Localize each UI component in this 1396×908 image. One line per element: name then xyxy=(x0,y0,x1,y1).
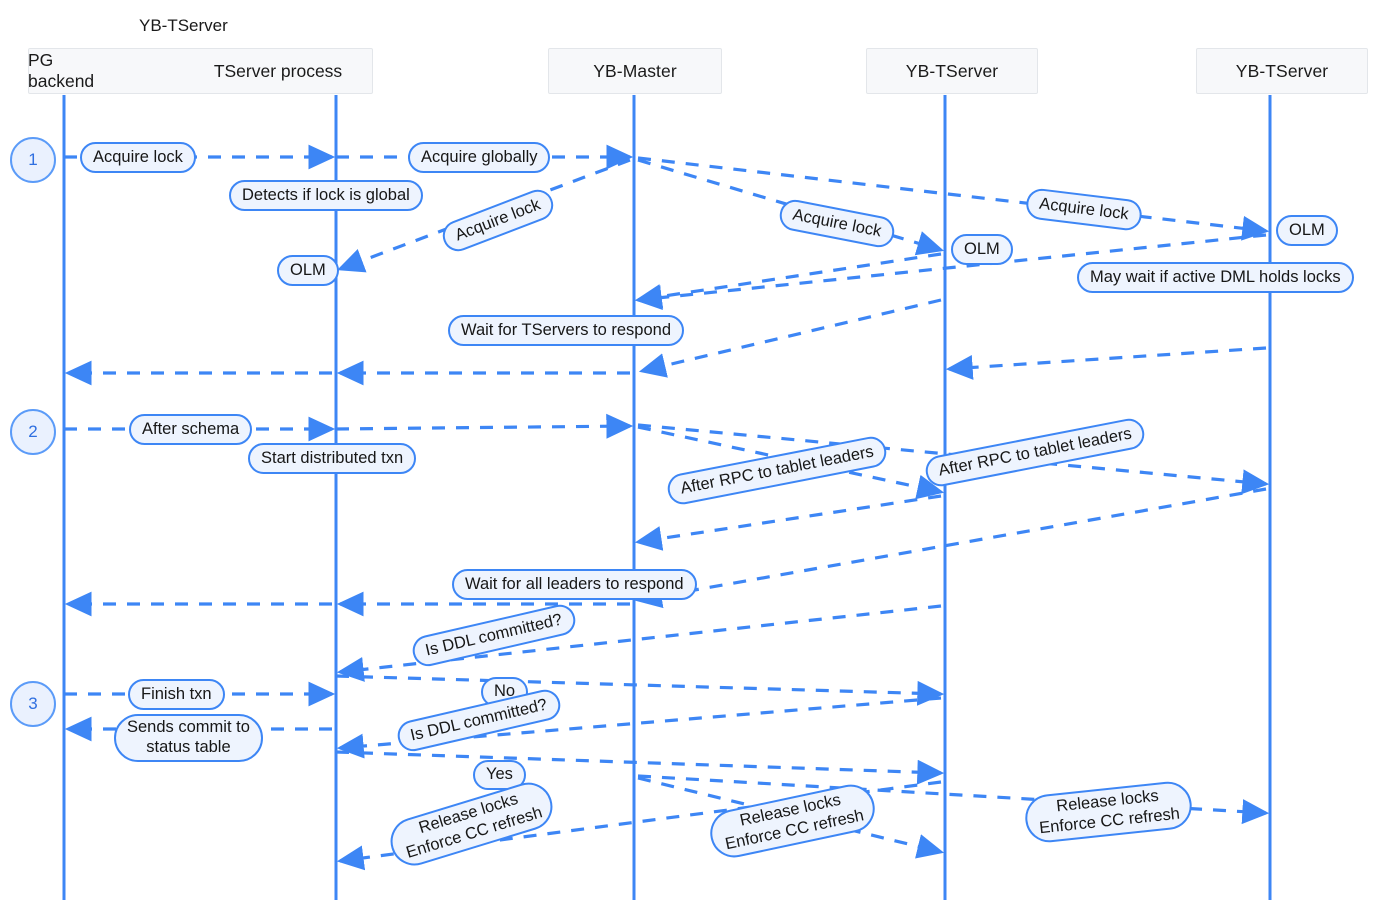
acquire-lock-4-text: Acquire lock xyxy=(1038,194,1130,224)
wait-for-all-leaders-text: Wait for all leaders to respond xyxy=(465,574,684,593)
participant-box-yb-tserver-4: YB-TServer xyxy=(1196,48,1368,94)
message-may-wait-if-active-dml-holds-locks: May wait if active DML holds locks xyxy=(1077,262,1354,293)
message-olm-3: OLM xyxy=(1276,215,1338,246)
step-2-text: 2 xyxy=(28,422,38,441)
message-acquire-lock-1: Acquire lock xyxy=(80,142,196,173)
acquire-lock-1-text: Acquire lock xyxy=(93,147,183,166)
message-wait-for-all-leaders-to-respond: Wait for all leaders to respond xyxy=(452,569,697,600)
step-number-3: 3 xyxy=(10,681,56,727)
lifelines xyxy=(62,95,1272,900)
sends-commit-line1: Sends commit to xyxy=(127,718,250,737)
after-schema-text: After schema xyxy=(142,419,240,438)
acquire-globally-text: Acquire globally xyxy=(421,147,538,166)
arrow-ts1-mst-resp2 xyxy=(638,298,942,378)
wait-for-tservers-text: Wait for TServers to respond xyxy=(461,320,671,339)
arrow-ts1-mst-ack xyxy=(634,252,942,309)
message-sends-commit-to-status-table: Sends commit to status table xyxy=(114,714,263,762)
arrow-ts2-mst-resp xyxy=(945,346,1267,380)
participant-box-yb-tserver-3: YB-TServer xyxy=(866,48,1038,94)
participant-label-pg-backend: PG backend xyxy=(28,48,100,94)
sends-commit-line2: status table xyxy=(146,738,231,756)
message-finish-txn: Finish txn xyxy=(128,679,225,710)
arrow-release-mst-ts2 xyxy=(637,774,1270,825)
participant-box-tserver-group xyxy=(28,48,373,94)
yb-master-text: YB-Master xyxy=(593,60,677,81)
message-start-distributed-txn: Start distributed txn xyxy=(248,443,417,474)
arrow-is-ddl-committed-1 xyxy=(336,604,942,682)
message-wait-for-tservers-to-respond: Wait for TServers to respond xyxy=(448,315,684,346)
arrow-no-ts0-ts1 xyxy=(335,674,945,706)
step-1-text: 1 xyxy=(28,150,38,169)
message-acquire-globally: Acquire globally xyxy=(408,142,551,173)
yb-tserver-3-text: YB-TServer xyxy=(905,60,999,81)
olm-2-text: OLM xyxy=(964,239,1000,258)
step-number-1: 1 xyxy=(10,137,56,183)
participant-label-tserver-process: TServer process xyxy=(210,48,346,94)
olm-1-text: OLM xyxy=(290,260,326,279)
pg-backend-text: PG backend xyxy=(28,50,95,91)
message-olm-1: OLM xyxy=(277,255,339,286)
start-distributed-txn-text: Start distributed txn xyxy=(261,448,404,467)
arrow-is-ddl-committed-2 xyxy=(336,696,942,759)
no-text: No xyxy=(494,682,516,701)
yes-text: Yes xyxy=(486,765,513,784)
arrow-ts2-mst-rpcback xyxy=(634,487,1267,609)
olm-3-text: OLM xyxy=(1289,220,1325,239)
group-label-yb-tserver: YB-TServer xyxy=(139,16,228,35)
may-wait-text: May wait if active DML holds locks xyxy=(1090,267,1341,286)
yb-tserver-4-text: YB-TServer xyxy=(1235,60,1329,81)
arrow-acquire-lock-mst-ts1 xyxy=(637,158,945,256)
tserver-process-text: TServer process xyxy=(213,60,343,81)
detects-if-lock-is-global-text: Detects if lock is global xyxy=(242,185,410,204)
arrow-ts0-mst-txn xyxy=(335,413,634,439)
message-olm-2: OLM xyxy=(951,234,1013,265)
step-number-2: 2 xyxy=(10,409,56,455)
arrow-yes-ts0-ts1 xyxy=(335,750,945,785)
participant-box-yb-master: YB-Master xyxy=(548,48,722,94)
arrow-ts2-mst-ack xyxy=(634,233,1267,310)
finish-txn-text: Finish txn xyxy=(141,684,212,703)
step-3-text: 3 xyxy=(28,694,38,713)
arrow-ts1-mst-rpcback xyxy=(634,494,942,551)
arrow-acquire-lock-mst-ts2 xyxy=(637,156,1270,241)
message-after-schema: After schema xyxy=(129,414,253,445)
message-detects-if-lock-is-global: Detects if lock is global xyxy=(229,180,423,211)
